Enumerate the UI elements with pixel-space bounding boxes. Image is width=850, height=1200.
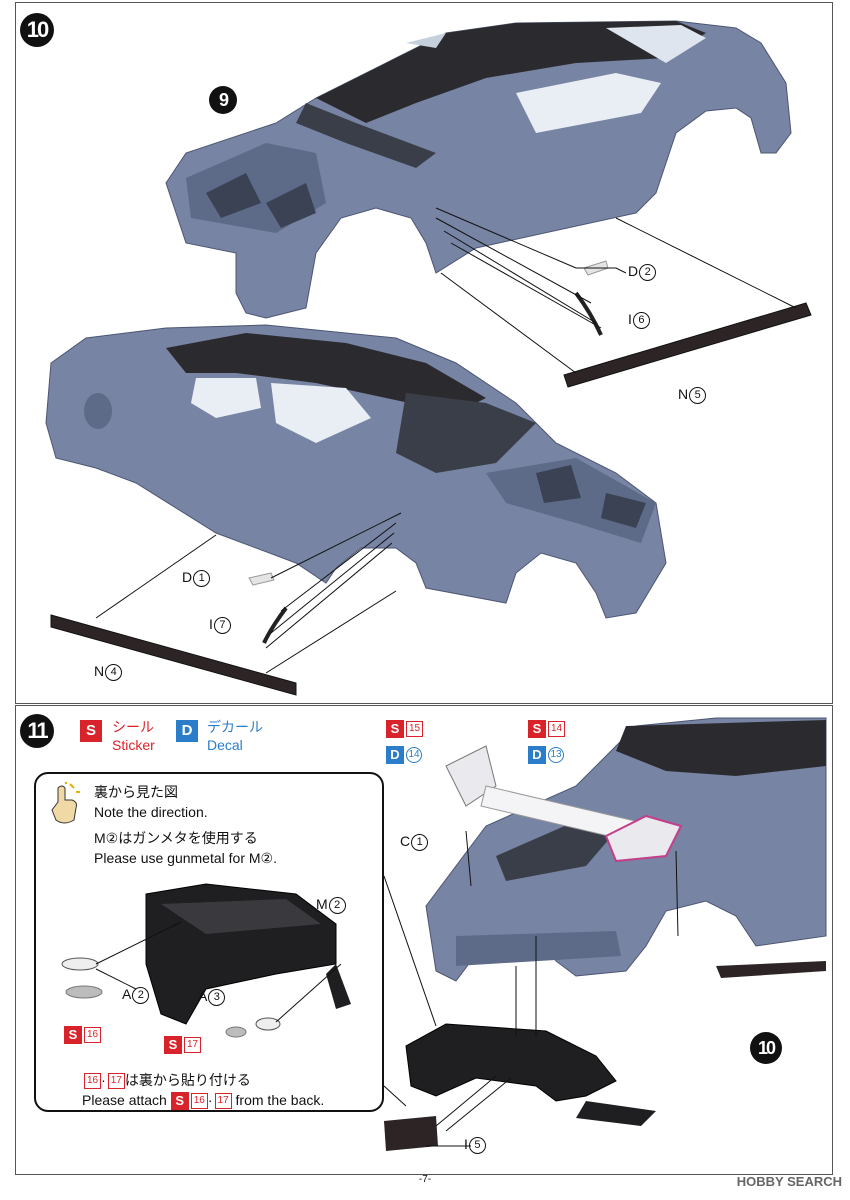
upper-car-body [165, 20, 792, 319]
reference-step-number: 10 [750, 1032, 782, 1064]
sticker-badge: S [80, 720, 102, 742]
step-number: 11 [20, 714, 54, 748]
wing-right-endplate [604, 814, 683, 863]
sub-step-number: 9 [209, 86, 237, 114]
legend-decal: D [176, 720, 198, 742]
legend-sticker: S [80, 720, 102, 742]
step-11-illustration [383, 717, 827, 1151]
pointing-hand-icon [44, 782, 82, 826]
inset-note-en: Please use gunmetal for M②. [94, 850, 277, 866]
step-11-panel: 11 S シール Sticker D デカール Decal 裏から見た図 Not… [15, 705, 833, 1175]
inset-box: 裏から見た図 Note the direction. M②はガンメタを使用する … [34, 772, 384, 1112]
inset-title-en: Note the direction. [94, 804, 208, 820]
page-number: -7- [418, 1174, 432, 1185]
side-skirt-n5 [563, 302, 812, 388]
part-i5 [384, 1116, 438, 1151]
inset-note-jp: M②はガンメタを使用する [94, 830, 258, 846]
side-skirt-n4 [50, 614, 297, 696]
step-10-panel: 10 9 [15, 2, 833, 704]
step-number: 10 [20, 13, 54, 47]
lower-car-body [45, 324, 667, 619]
decal-label: デカール Decal [207, 719, 263, 753]
sticker-label: シール Sticker [112, 719, 155, 753]
inset-illustration [61, 883, 351, 1038]
step-10-illustration [45, 20, 812, 696]
front-splitter [405, 1023, 617, 1102]
brand-watermark: HOBBY SEARCH [736, 1174, 842, 1189]
wing-left-endplate [445, 745, 497, 807]
inset-title-jp: 裏から見た図 [94, 784, 178, 800]
decal-badge: D [176, 720, 198, 742]
part-i7 [262, 606, 288, 644]
part-i6 [574, 291, 603, 336]
part-d1 [248, 572, 275, 586]
